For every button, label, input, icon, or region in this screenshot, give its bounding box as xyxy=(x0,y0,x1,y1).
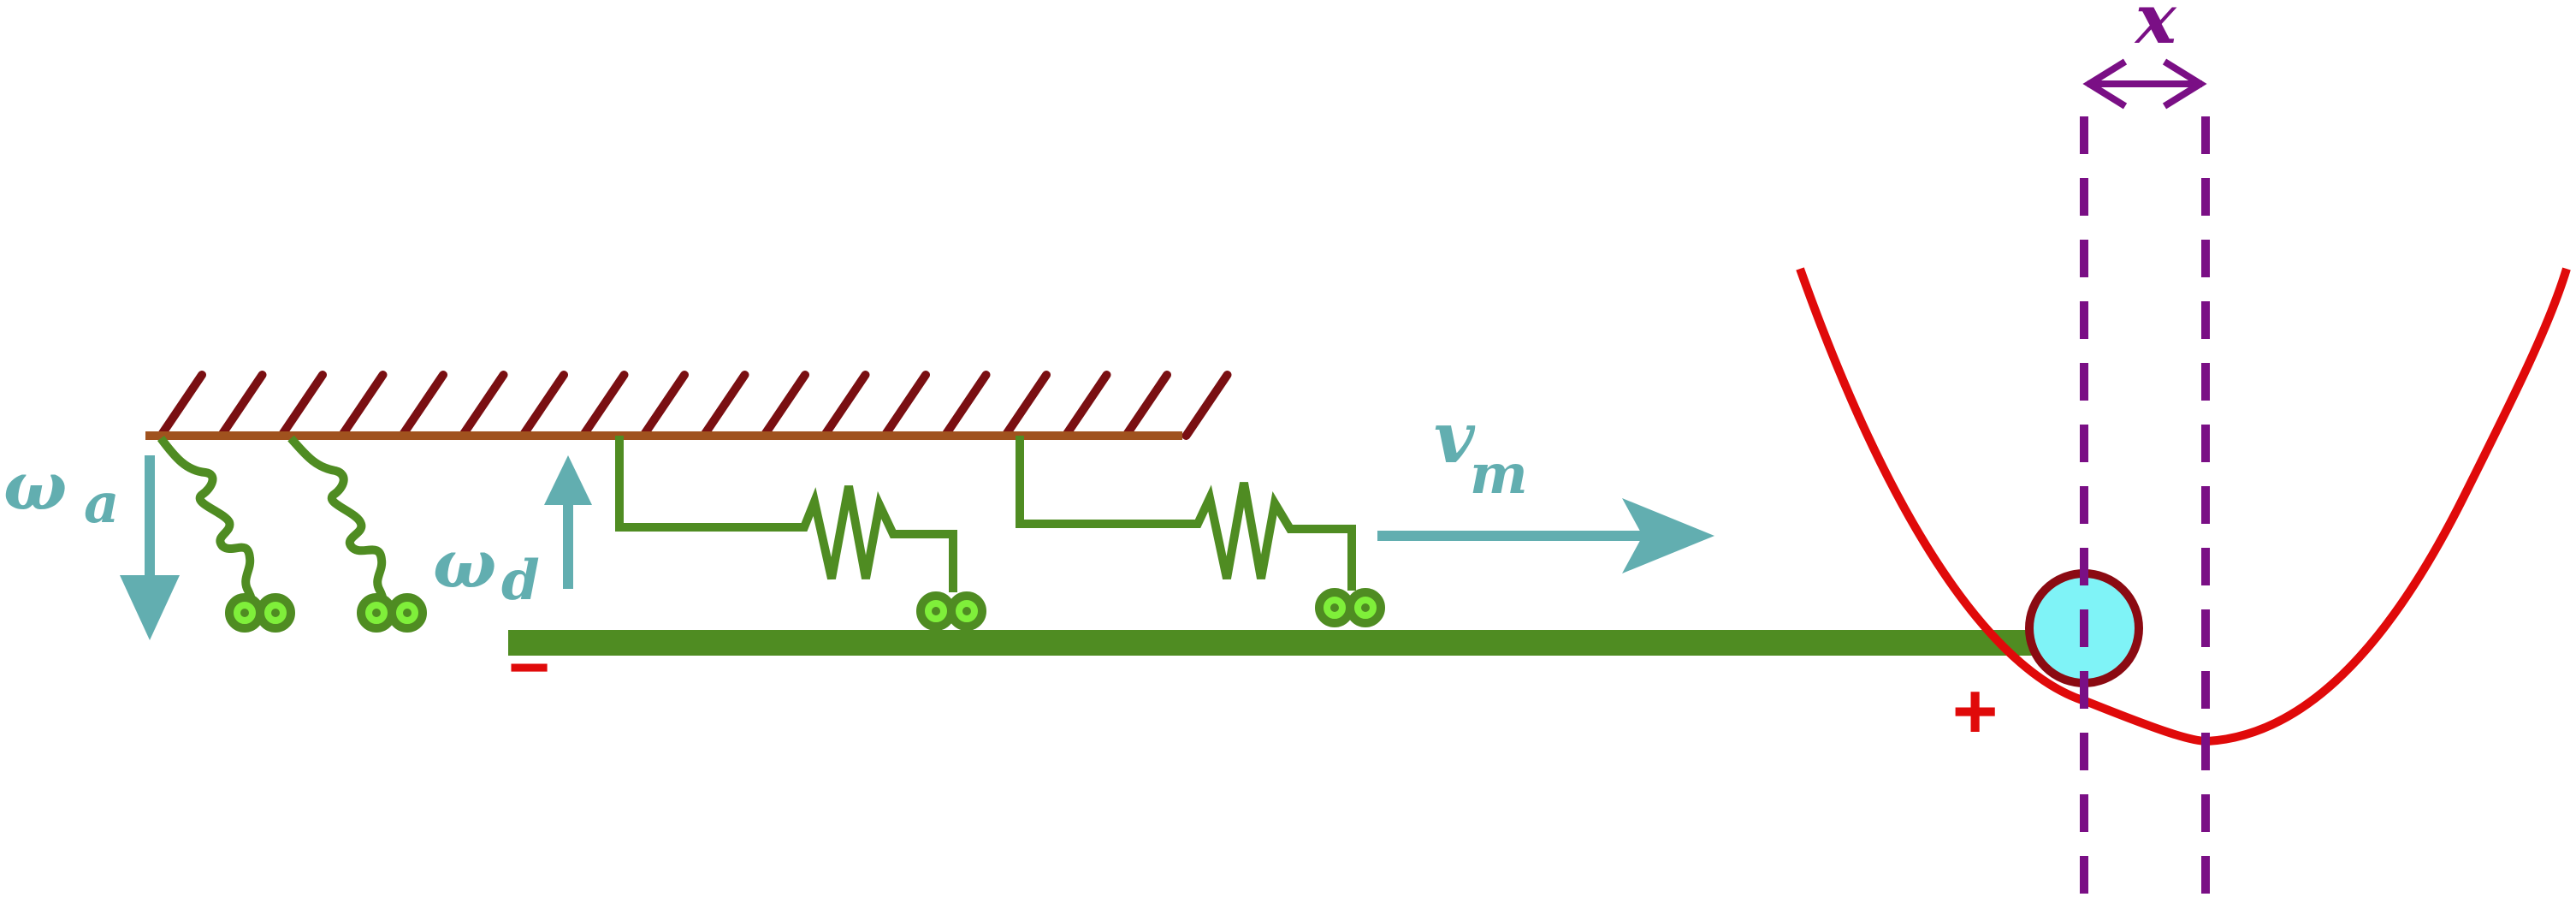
displacement-arrow xyxy=(2082,58,2207,110)
filament xyxy=(508,630,2040,656)
hatch-mark xyxy=(578,371,629,440)
hatch-mark xyxy=(760,371,809,440)
motor-head-attached-2 xyxy=(1315,588,1385,627)
detached-linker-1 xyxy=(157,436,258,612)
hatch-mark xyxy=(277,371,327,440)
motor-head-detached-2 xyxy=(357,593,427,633)
omega-a-label: ω xyxy=(3,448,67,526)
hatch-mark xyxy=(337,371,388,440)
hatch-mark xyxy=(940,371,991,440)
hatch-mark xyxy=(157,371,206,440)
potential-well xyxy=(1796,267,2571,746)
rail-hatching xyxy=(157,371,1232,440)
hatch-mark xyxy=(398,371,447,440)
omega-d-label: ω xyxy=(433,526,496,603)
hatch-mark xyxy=(1001,371,1051,440)
hatch-mark xyxy=(820,371,870,440)
plus-sign: + xyxy=(1951,668,1997,755)
motor-head-attached-1 xyxy=(916,591,986,631)
attached-linker-2 xyxy=(1016,436,1356,591)
motor-head-detached-1 xyxy=(225,593,295,633)
minus-sign: − xyxy=(508,627,550,707)
hatch-mark xyxy=(216,371,267,440)
hatch-mark xyxy=(880,371,930,440)
attachment-arrow xyxy=(544,455,592,589)
hatch-mark xyxy=(1061,371,1111,440)
hatch-mark xyxy=(1122,371,1171,440)
hatch-mark xyxy=(458,371,508,440)
hatch-mark xyxy=(518,371,568,440)
hatch-mark xyxy=(699,371,749,440)
velocity-arrow xyxy=(1377,498,1714,573)
hatch-mark xyxy=(1181,371,1232,440)
detached-linker-2 xyxy=(287,435,389,612)
m-subscript: m xyxy=(1470,443,1528,507)
hatch-mark xyxy=(639,371,689,440)
detachment-arrow xyxy=(120,455,180,640)
attached-linker-1 xyxy=(615,436,957,592)
v-label: v xyxy=(1434,397,1476,479)
x-label: x xyxy=(2134,0,2177,59)
displacement-guides xyxy=(2080,116,2210,903)
omega-a-subscript: a xyxy=(84,472,119,536)
omega-d-subscript: d xyxy=(501,549,540,613)
